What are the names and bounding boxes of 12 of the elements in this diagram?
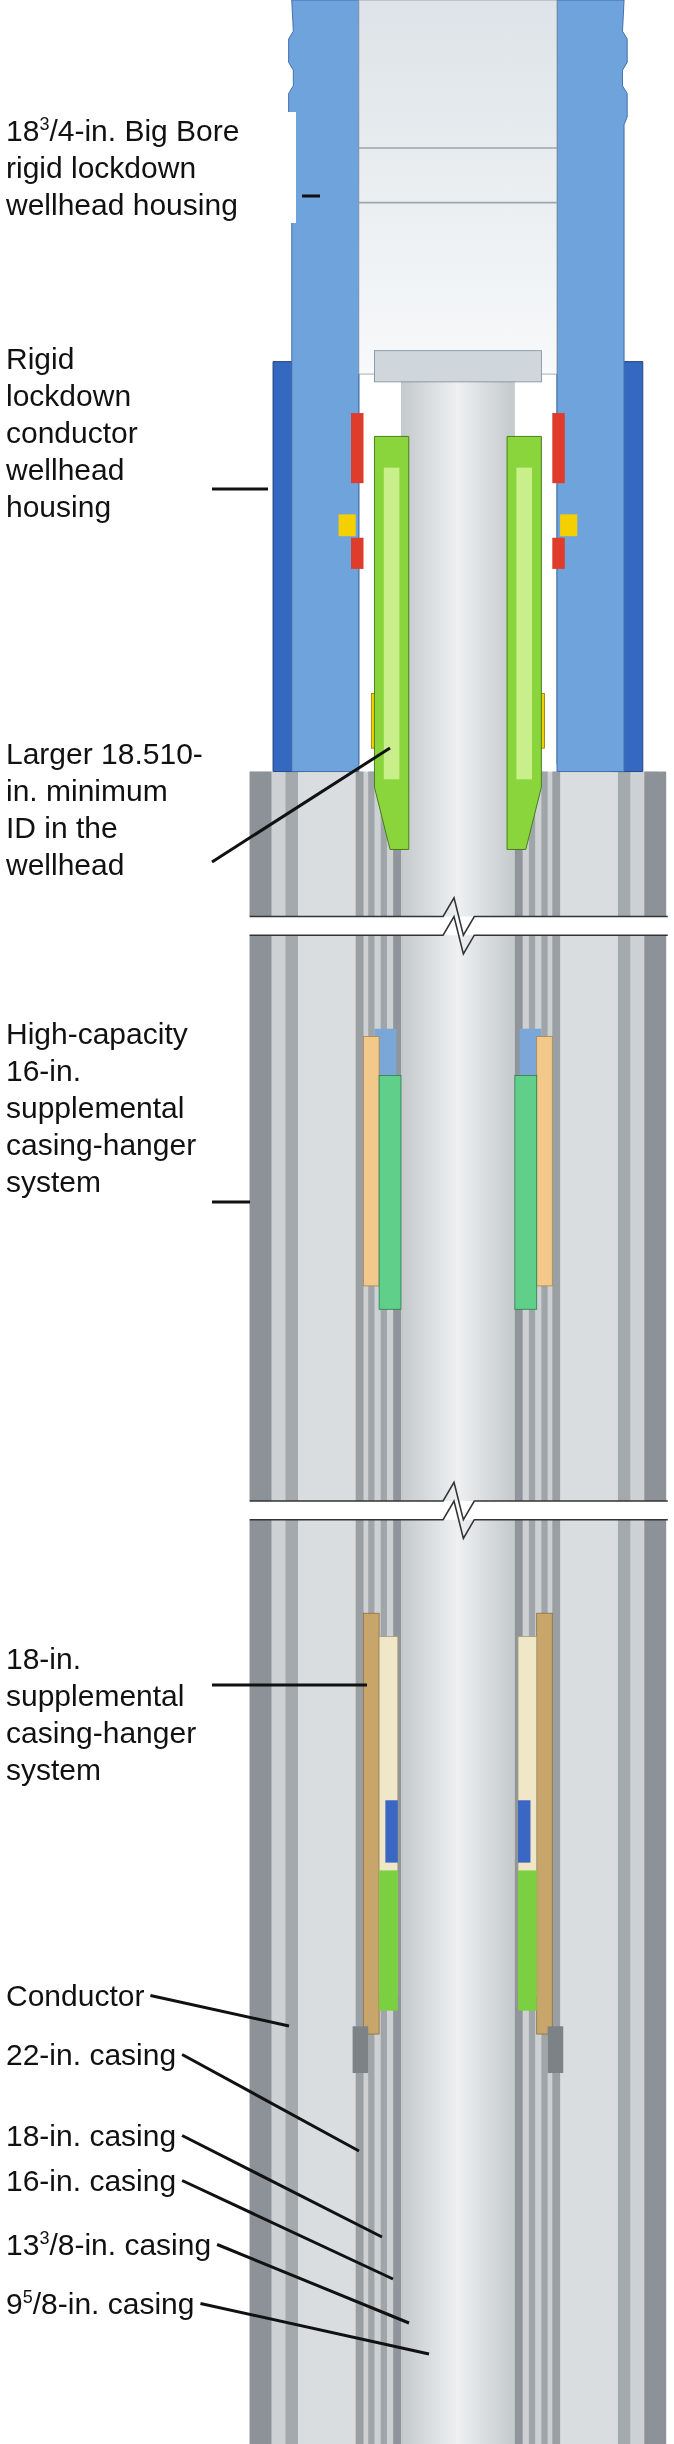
leader-line	[212, 487, 268, 491]
leader-line	[302, 194, 320, 198]
leader-line	[181, 2053, 360, 2153]
part-label: 18$^{3}$/4-in. Big Bore rigid lockdown wellhead housing	[6, 112, 296, 223]
leader-line	[181, 2134, 383, 2239]
leader-line	[212, 1200, 250, 1204]
leader-line	[200, 2302, 430, 2356]
leader-line	[211, 746, 391, 864]
leader-line	[216, 2243, 410, 2325]
leader-line	[181, 2179, 394, 2281]
leader-line	[150, 1994, 290, 2028]
leader-line	[212, 1683, 367, 1687]
